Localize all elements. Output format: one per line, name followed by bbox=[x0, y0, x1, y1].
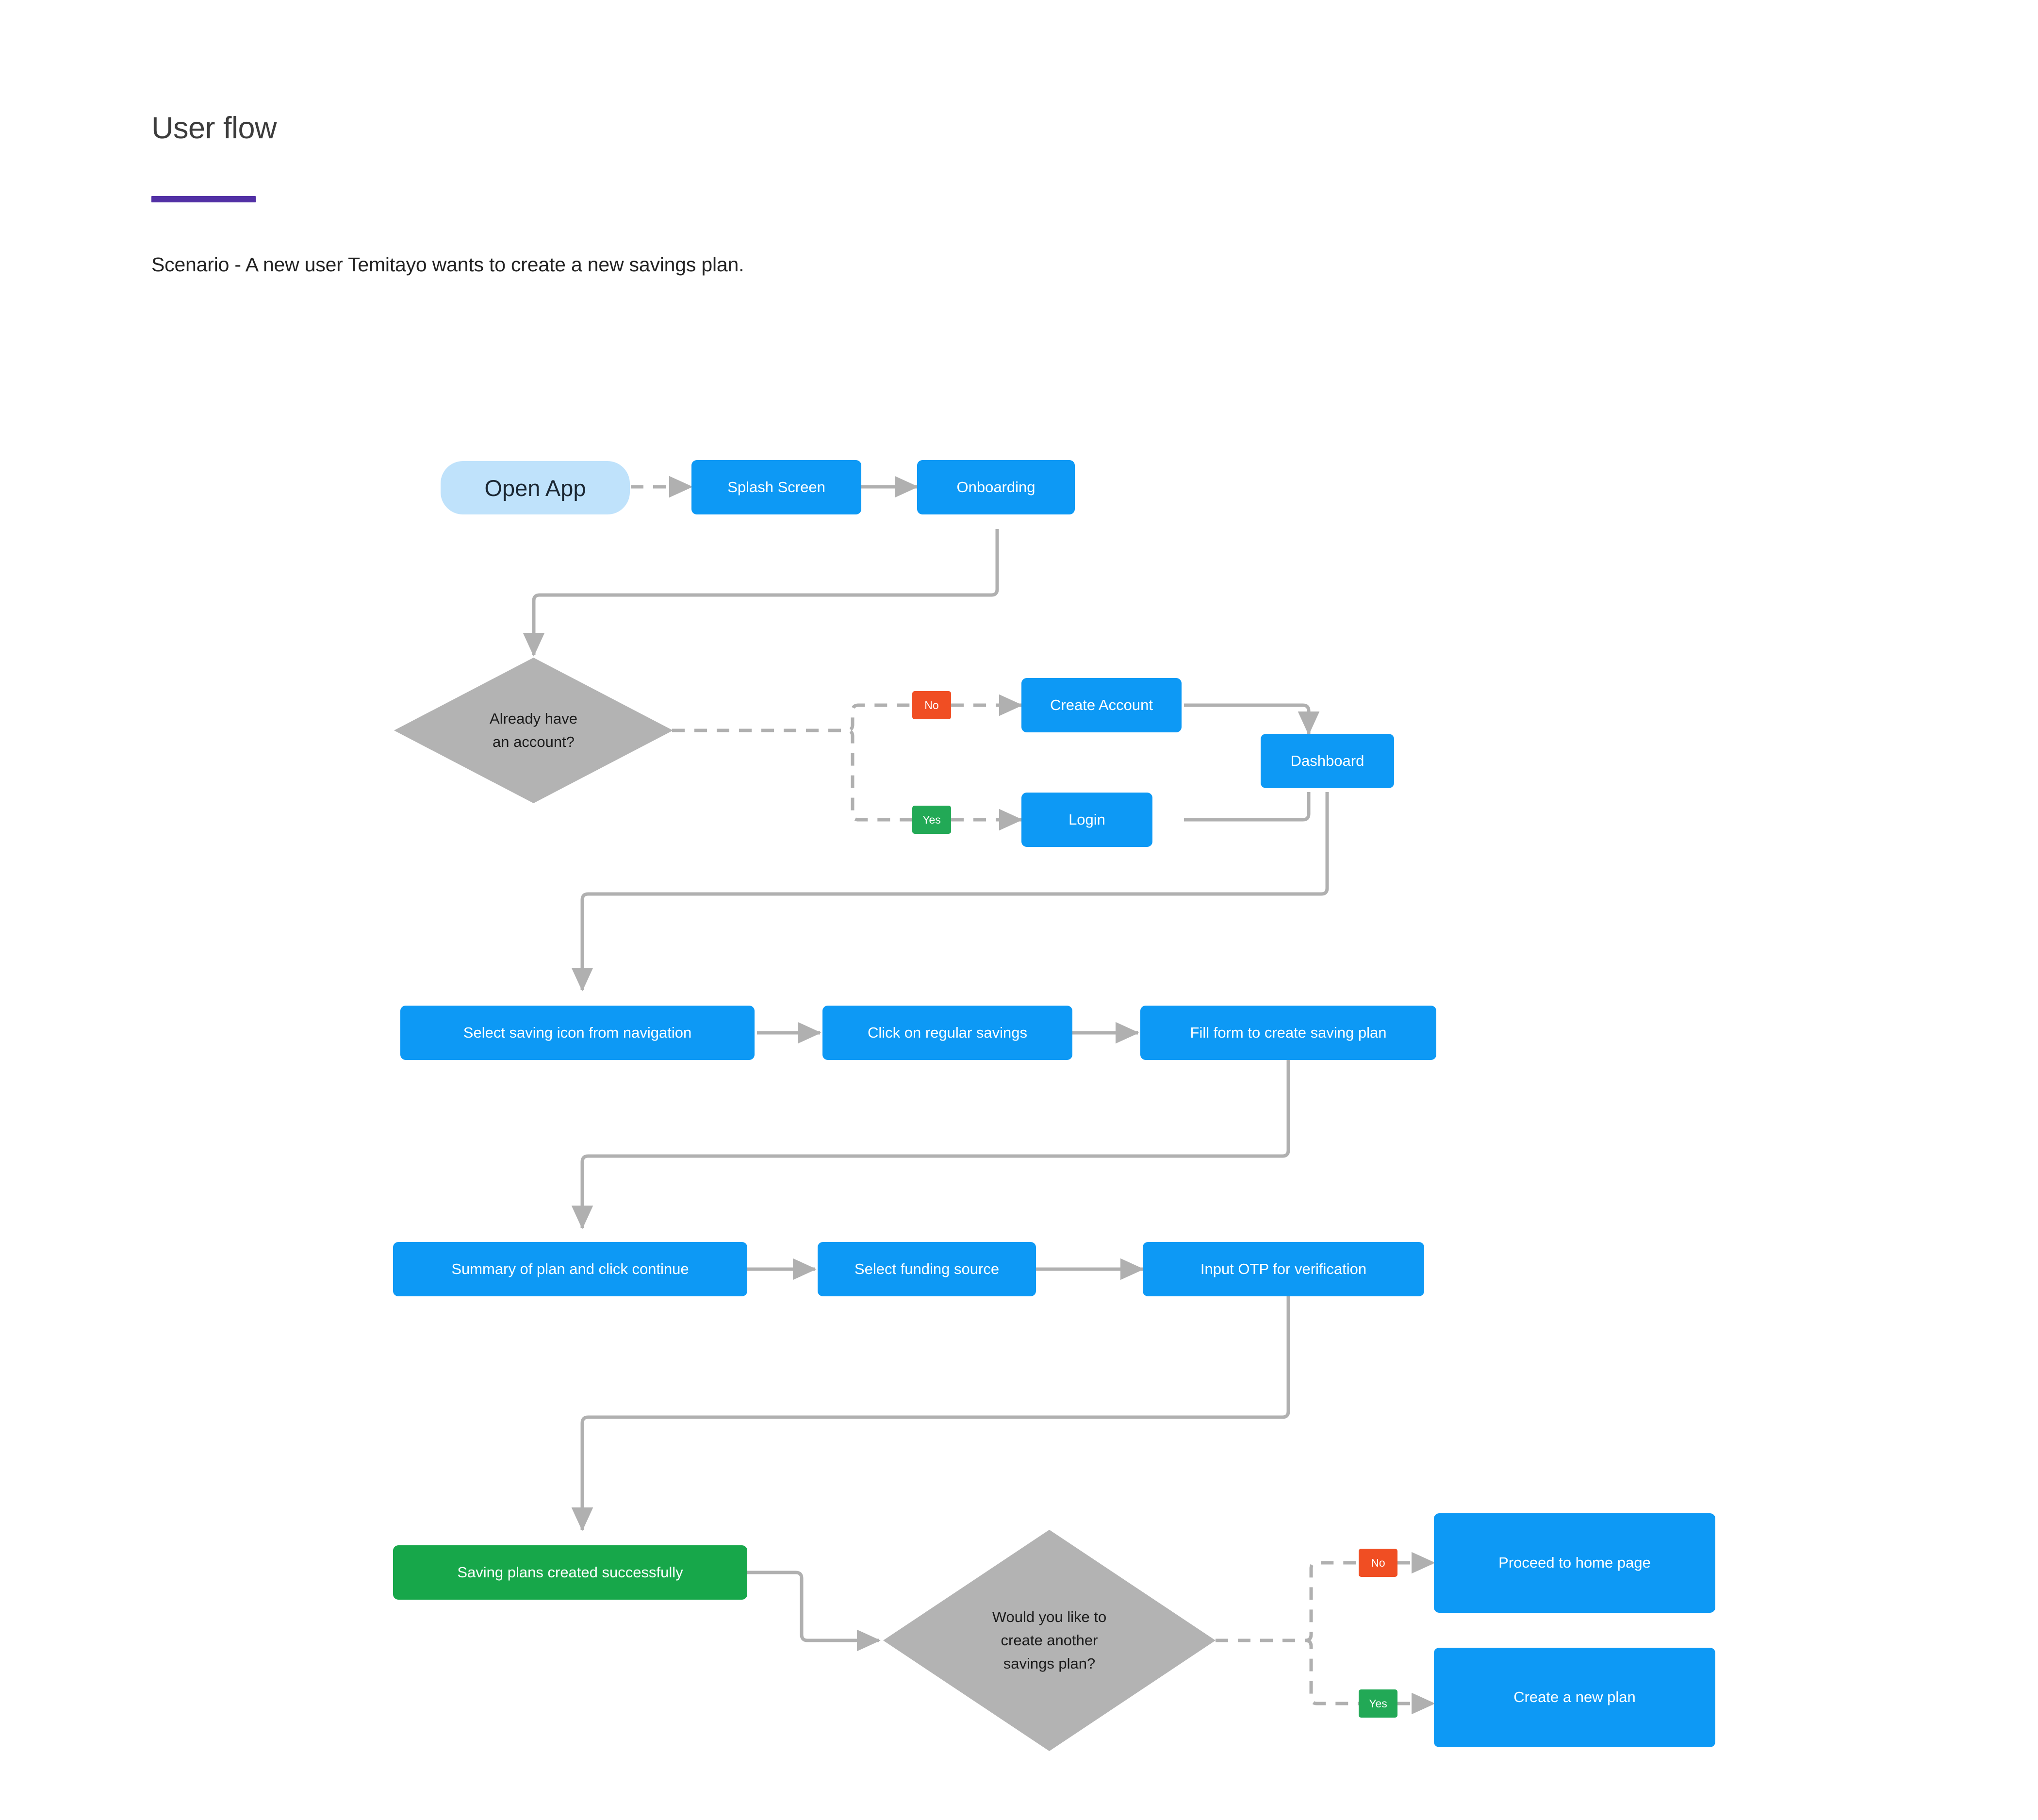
badge-yes-another: Yes bbox=[1359, 1689, 1397, 1718]
edge-decision-no bbox=[672, 703, 912, 732]
node-dashboard[interactable]: Dashboard bbox=[1261, 734, 1394, 788]
edge-dashboard-selectsaving bbox=[571, 792, 1329, 992]
edge-otp-plancreated bbox=[571, 1293, 1290, 1531]
decision-2-line-3: savings plan? bbox=[1003, 1655, 1096, 1672]
node-proceed-home-page[interactable]: Proceed to home page bbox=[1434, 1513, 1715, 1613]
node-select-saving-icon[interactable]: Select saving icon from navigation bbox=[400, 1006, 755, 1060]
node-fill-form[interactable]: Fill form to create saving plan bbox=[1140, 1006, 1436, 1060]
node-onboarding[interactable]: Onboarding bbox=[917, 460, 1075, 514]
decision-2-label: Would you like to create another savings… bbox=[992, 1605, 1107, 1675]
title-underline-rule bbox=[151, 196, 256, 202]
node-open-app[interactable]: Open App bbox=[441, 461, 630, 514]
edge-createaccount-dashboard bbox=[1184, 703, 1320, 735]
edge-decision2-no bbox=[1216, 1561, 1359, 1642]
edge-login-dashboard bbox=[1184, 792, 1311, 822]
page-title: User flow bbox=[151, 111, 277, 145]
decision-1-label: Already have an account? bbox=[490, 707, 577, 754]
decision-2-line-1: Would you like to bbox=[992, 1608, 1107, 1625]
node-select-funding-source[interactable]: Select funding source bbox=[818, 1242, 1036, 1296]
node-decision-already-have-account[interactable]: Already have an account? bbox=[394, 658, 673, 803]
scenario-description: Scenario - A new user Temitayo wants to … bbox=[151, 253, 744, 276]
decision-1-line-2: an account? bbox=[493, 733, 575, 750]
node-saving-plans-created[interactable]: Saving plans created successfully bbox=[393, 1545, 747, 1600]
edge-onboarding-decision bbox=[523, 529, 999, 657]
edge-fillform-summary bbox=[571, 1057, 1290, 1229]
node-login[interactable]: Login bbox=[1021, 793, 1152, 847]
node-decision-create-another[interactable]: Would you like to create another savings… bbox=[883, 1530, 1216, 1751]
node-input-otp[interactable]: Input OTP for verification bbox=[1143, 1242, 1424, 1296]
node-click-regular-savings[interactable]: Click on regular savings bbox=[822, 1006, 1072, 1060]
badge-no-another: No bbox=[1359, 1549, 1397, 1577]
node-summary-continue[interactable]: Summary of plan and click continue bbox=[393, 1242, 747, 1296]
decision-1-line-1: Already have bbox=[490, 710, 577, 727]
edge-decision-yes bbox=[672, 728, 912, 822]
node-splash-screen[interactable]: Splash Screen bbox=[691, 460, 861, 514]
node-create-new-plan[interactable]: Create a new plan bbox=[1434, 1648, 1715, 1747]
edge-decision2-yes bbox=[1216, 1638, 1359, 1705]
badge-yes-account: Yes bbox=[912, 806, 951, 834]
edge-plancreated-decision2 bbox=[747, 1571, 881, 1652]
badge-no-account: No bbox=[912, 691, 951, 719]
node-create-account[interactable]: Create Account bbox=[1021, 678, 1182, 732]
decision-2-line-2: create another bbox=[1001, 1631, 1098, 1649]
